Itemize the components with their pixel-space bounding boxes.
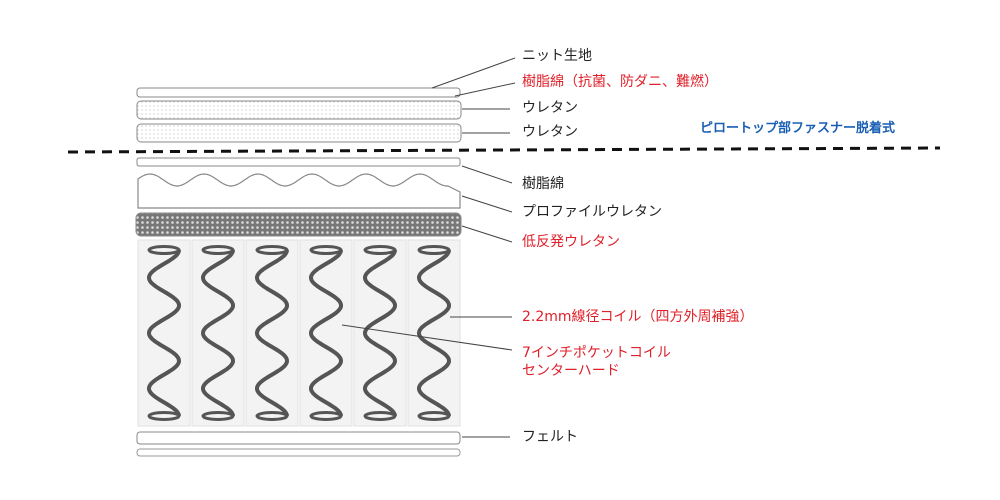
coil-end (255, 411, 289, 421)
coil-spring (254, 249, 290, 417)
label-resin: 樹脂綿 (522, 176, 564, 192)
pocket (191, 239, 245, 427)
label-pillowtop: ピロートップ部ファスナー脱着式 (700, 121, 896, 136)
coil-end (147, 245, 181, 255)
label-coil-wire: 2.2mm線径コイル（四方外周補強） (522, 309, 754, 325)
label-low-rebound: 低反発ウレタン (522, 234, 620, 250)
bottom-layer (136, 448, 461, 457)
coil-end (309, 411, 343, 421)
pocket (407, 239, 461, 427)
spring-group (137, 239, 461, 427)
low-rebound-layer (135, 212, 462, 237)
label-urethane-1: ウレタン (522, 100, 578, 116)
label-center-hard: センターハード (522, 363, 620, 379)
coil-end (255, 245, 289, 255)
coil-spring (146, 249, 182, 417)
coil-end (417, 411, 451, 421)
pocket (299, 239, 353, 427)
leader-lines (341, 57, 516, 438)
coil-end (309, 245, 343, 255)
urethane-layer-1 (136, 100, 462, 120)
felt-layer (136, 431, 461, 445)
coil-end (363, 411, 397, 421)
coil-spring (362, 249, 398, 417)
coil-end (417, 245, 451, 255)
knit-layer (136, 87, 461, 98)
coil-end (147, 411, 181, 421)
coil-spring (416, 249, 452, 417)
coil-end (363, 245, 397, 255)
zipper-dashed-line (67, 146, 941, 154)
label-pocket-coil: 7インチポケットコイル (522, 345, 671, 361)
urethane-layer-2 (136, 123, 462, 143)
coil-end (201, 245, 235, 255)
label-felt: フェルト (522, 429, 578, 445)
coil-spring (200, 249, 236, 417)
pocket (137, 239, 191, 427)
coil-spring (308, 249, 344, 417)
pocket (245, 239, 299, 427)
label-resin-top: 樹脂綿（抗菌、防ダニ、難燃） (522, 74, 718, 90)
label-profile: プロファイルウレタン (522, 204, 662, 220)
pocket (353, 239, 407, 427)
coil-end (201, 411, 235, 421)
label-urethane-2: ウレタン (522, 124, 578, 140)
resin-layer (136, 157, 461, 167)
label-knit: ニット生地 (522, 48, 592, 64)
profile-urethane-layer (137, 173, 461, 209)
